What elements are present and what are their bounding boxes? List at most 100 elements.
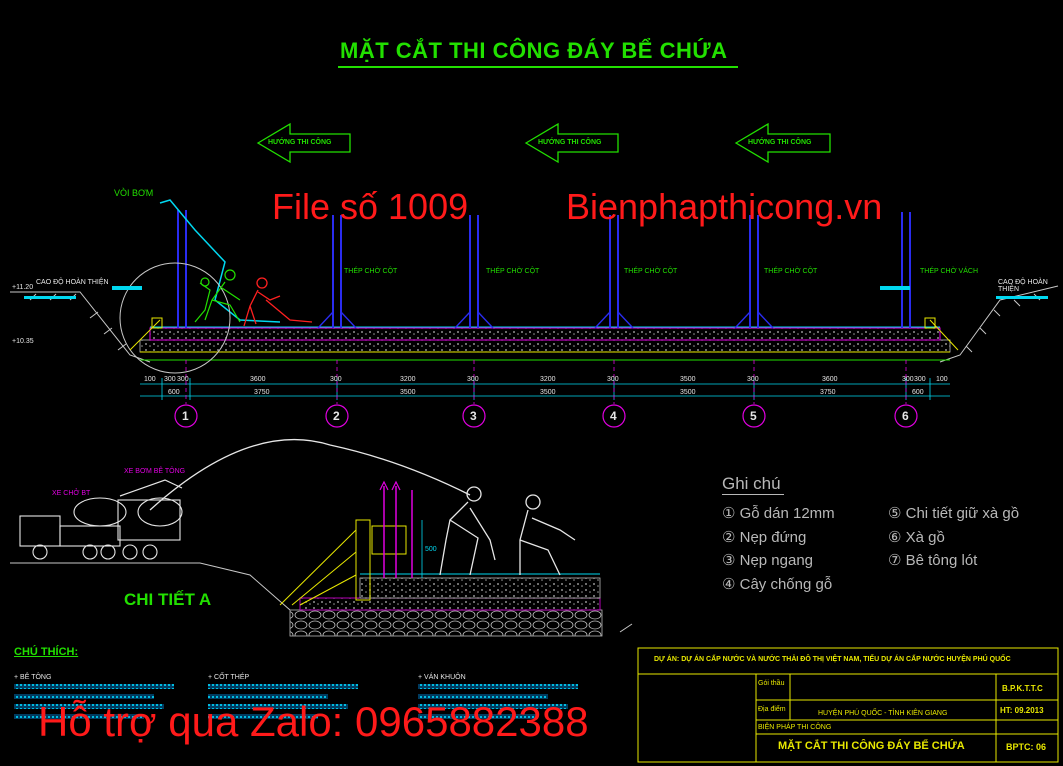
detail-formwork [279, 519, 407, 606]
worker-green [194, 269, 241, 323]
direction-arrow-2 [524, 122, 619, 164]
axis-label: 4 [610, 409, 617, 423]
legend-col-concrete: + BÊ TÔNG [14, 674, 52, 681]
axis-label: 5 [750, 409, 757, 423]
title-block-location: HUYỆN PHÚ QUỐC - TỈNH KIÊN GIANG [818, 710, 948, 717]
detail-slab-layer [359, 577, 601, 599]
elevation-bottom-label: +10.35 [12, 338, 34, 345]
title-block-frame [637, 647, 1059, 763]
direction-arrow-3 [734, 122, 831, 164]
dimension-top-value: 300 [467, 376, 479, 383]
dimension-top-value: 100 [936, 376, 948, 383]
dimension-top-value: 300 [330, 376, 342, 383]
formwork-left [129, 317, 163, 351]
dimension-bottom-value: 600 [912, 389, 924, 396]
legend-col-rebar: + CỐT THÉP [208, 674, 250, 681]
truck-label: XE CHỞ BT [52, 490, 91, 497]
rebar-columns [177, 210, 911, 328]
dimension-top-value: 300 [902, 376, 914, 383]
detail-stone-layer [289, 609, 603, 637]
dimension-top-value: 300 [607, 376, 619, 383]
legend-bars [14, 684, 578, 719]
watermark-site: Bienphapthicong.vn [566, 186, 883, 227]
dimension-top-value: 3200 [400, 376, 416, 383]
dimension-top-value: 3200 [540, 376, 556, 383]
watermark-file-number: File số 1009 [272, 186, 469, 227]
grid-lines [185, 360, 907, 404]
legend-col-formwork: + VÁN KHUÔN [418, 674, 466, 681]
note-item: ① Gỗ dán 12mm [722, 505, 835, 522]
dimension-top-value: 100 [144, 376, 156, 383]
rebar-wall-label: THÉP CHỜ VÁCH [920, 268, 978, 275]
level-marks [24, 286, 1048, 299]
rebar-column-label-4: THÉP CHỜ CỘT [624, 268, 678, 275]
pump-label: VÒI BƠM [114, 188, 154, 198]
dimension-bottom-value: 3500 [540, 389, 556, 396]
detail-rebar [383, 486, 413, 578]
detail-worker-2 [519, 494, 576, 576]
dimension-top-value: 300 [914, 376, 926, 383]
axis-label: 6 [902, 409, 909, 423]
title-block-row-label-1: Gói thầu [758, 680, 785, 687]
direction-arrow-1 [256, 122, 351, 164]
truck-mixer [19, 497, 127, 560]
pump-truck-label: XE BƠM BÊ TÔNG [124, 468, 186, 475]
title-block-code: B.P.K.T.T.C [1002, 684, 1043, 693]
note-item: ⑤ Chi tiết giữ xà gồ [888, 505, 1020, 522]
slab-layer [149, 327, 941, 341]
dimension-top-value: 300 [177, 376, 189, 383]
direction-label-1: HƯỚNG THI CÔNG [268, 139, 332, 146]
ground-left [10, 291, 151, 363]
dimension-bottom-value: 600 [168, 389, 180, 396]
elevation-top-label: +11.20 [12, 284, 34, 291]
axis-label: 3 [470, 409, 477, 423]
dimension-top-value: 3600 [822, 376, 838, 383]
axis-label: 1 [182, 409, 189, 423]
direction-label-2: HƯỚNG THI CÔNG [538, 139, 602, 146]
legend-title: CHÚ THÍCH: [14, 646, 79, 658]
detail-a-title: CHI TIẾT A [124, 590, 212, 609]
detail-height-label: 500 [425, 546, 437, 553]
detail-pump-arc [149, 438, 471, 511]
dimension-top-value: 300 [164, 376, 176, 383]
ground-right-label: CAO ĐỘ HOÀN THIỆN [998, 279, 1048, 293]
title-block-project: DỰ ÁN: DỰ ÁN CẤP NƯỚC VÀ NƯỚC THẢI ĐÔ TH… [654, 656, 1011, 663]
dimension-top-value: 300 [747, 376, 759, 383]
direction-label-3: HƯỚNG THI CÔNG [748, 139, 812, 146]
dimension-top-value: 3600 [250, 376, 266, 383]
dimension-bottom-value: 3500 [680, 389, 696, 396]
axis-bubbles [174, 404, 918, 428]
note-item: ⑥ Xà gồ [888, 529, 945, 546]
rebar-column-label-2: THÉP CHỜ CỘT [344, 268, 398, 275]
title-block-row-label-2: Địa điểm [758, 706, 786, 713]
dimension-bottom-value: 3750 [254, 389, 270, 396]
dimension-bottom-value: 3750 [820, 389, 836, 396]
worker-red [243, 277, 313, 327]
detail-rebar-caps [379, 480, 401, 491]
rebar-column-label-3: THÉP CHỜ CỘT [486, 268, 540, 275]
rebar-column-label-5: THÉP CHỜ CỘT [764, 268, 818, 275]
lean-concrete-layer [139, 339, 951, 353]
detail-worker-1 [439, 486, 496, 576]
note-item: ⑦ Bê tông lót [888, 552, 978, 569]
axis-label: 2 [333, 409, 340, 423]
title-block-drawing-title: MẶT CẮT THI CÔNG ĐÁY BỂ CHỨA [778, 740, 965, 752]
note-item: ③ Nẹp ngang [722, 552, 814, 569]
note-item: ② Nẹp đứng [722, 529, 807, 546]
page-title: MẶT CẮT THI CÔNG ĐÁY BỂ CHỨA [340, 38, 728, 63]
pump-boom [159, 199, 281, 323]
title-block-date: HT: 09.2013 [1000, 706, 1044, 715]
formwork-right [924, 317, 959, 351]
dimension-bottom-value: 3500 [400, 389, 416, 396]
dimension-top-value: 3500 [680, 376, 696, 383]
rebar-bent-ends [317, 311, 774, 329]
title-underline [338, 66, 738, 68]
truck-pump [117, 497, 183, 560]
notes-title-underline [722, 494, 784, 495]
title-block-plan-label: BIỆN PHÁP THI CÔNG [758, 724, 832, 731]
note-item: ④ Cây chống gỗ [722, 576, 833, 593]
watermark-support: Hỗ trợ qua Zalo: 0965882388 [38, 698, 589, 745]
title-block-sheet: BPTC: 06 [1006, 742, 1047, 752]
notes-title: Ghi chú [722, 474, 781, 493]
